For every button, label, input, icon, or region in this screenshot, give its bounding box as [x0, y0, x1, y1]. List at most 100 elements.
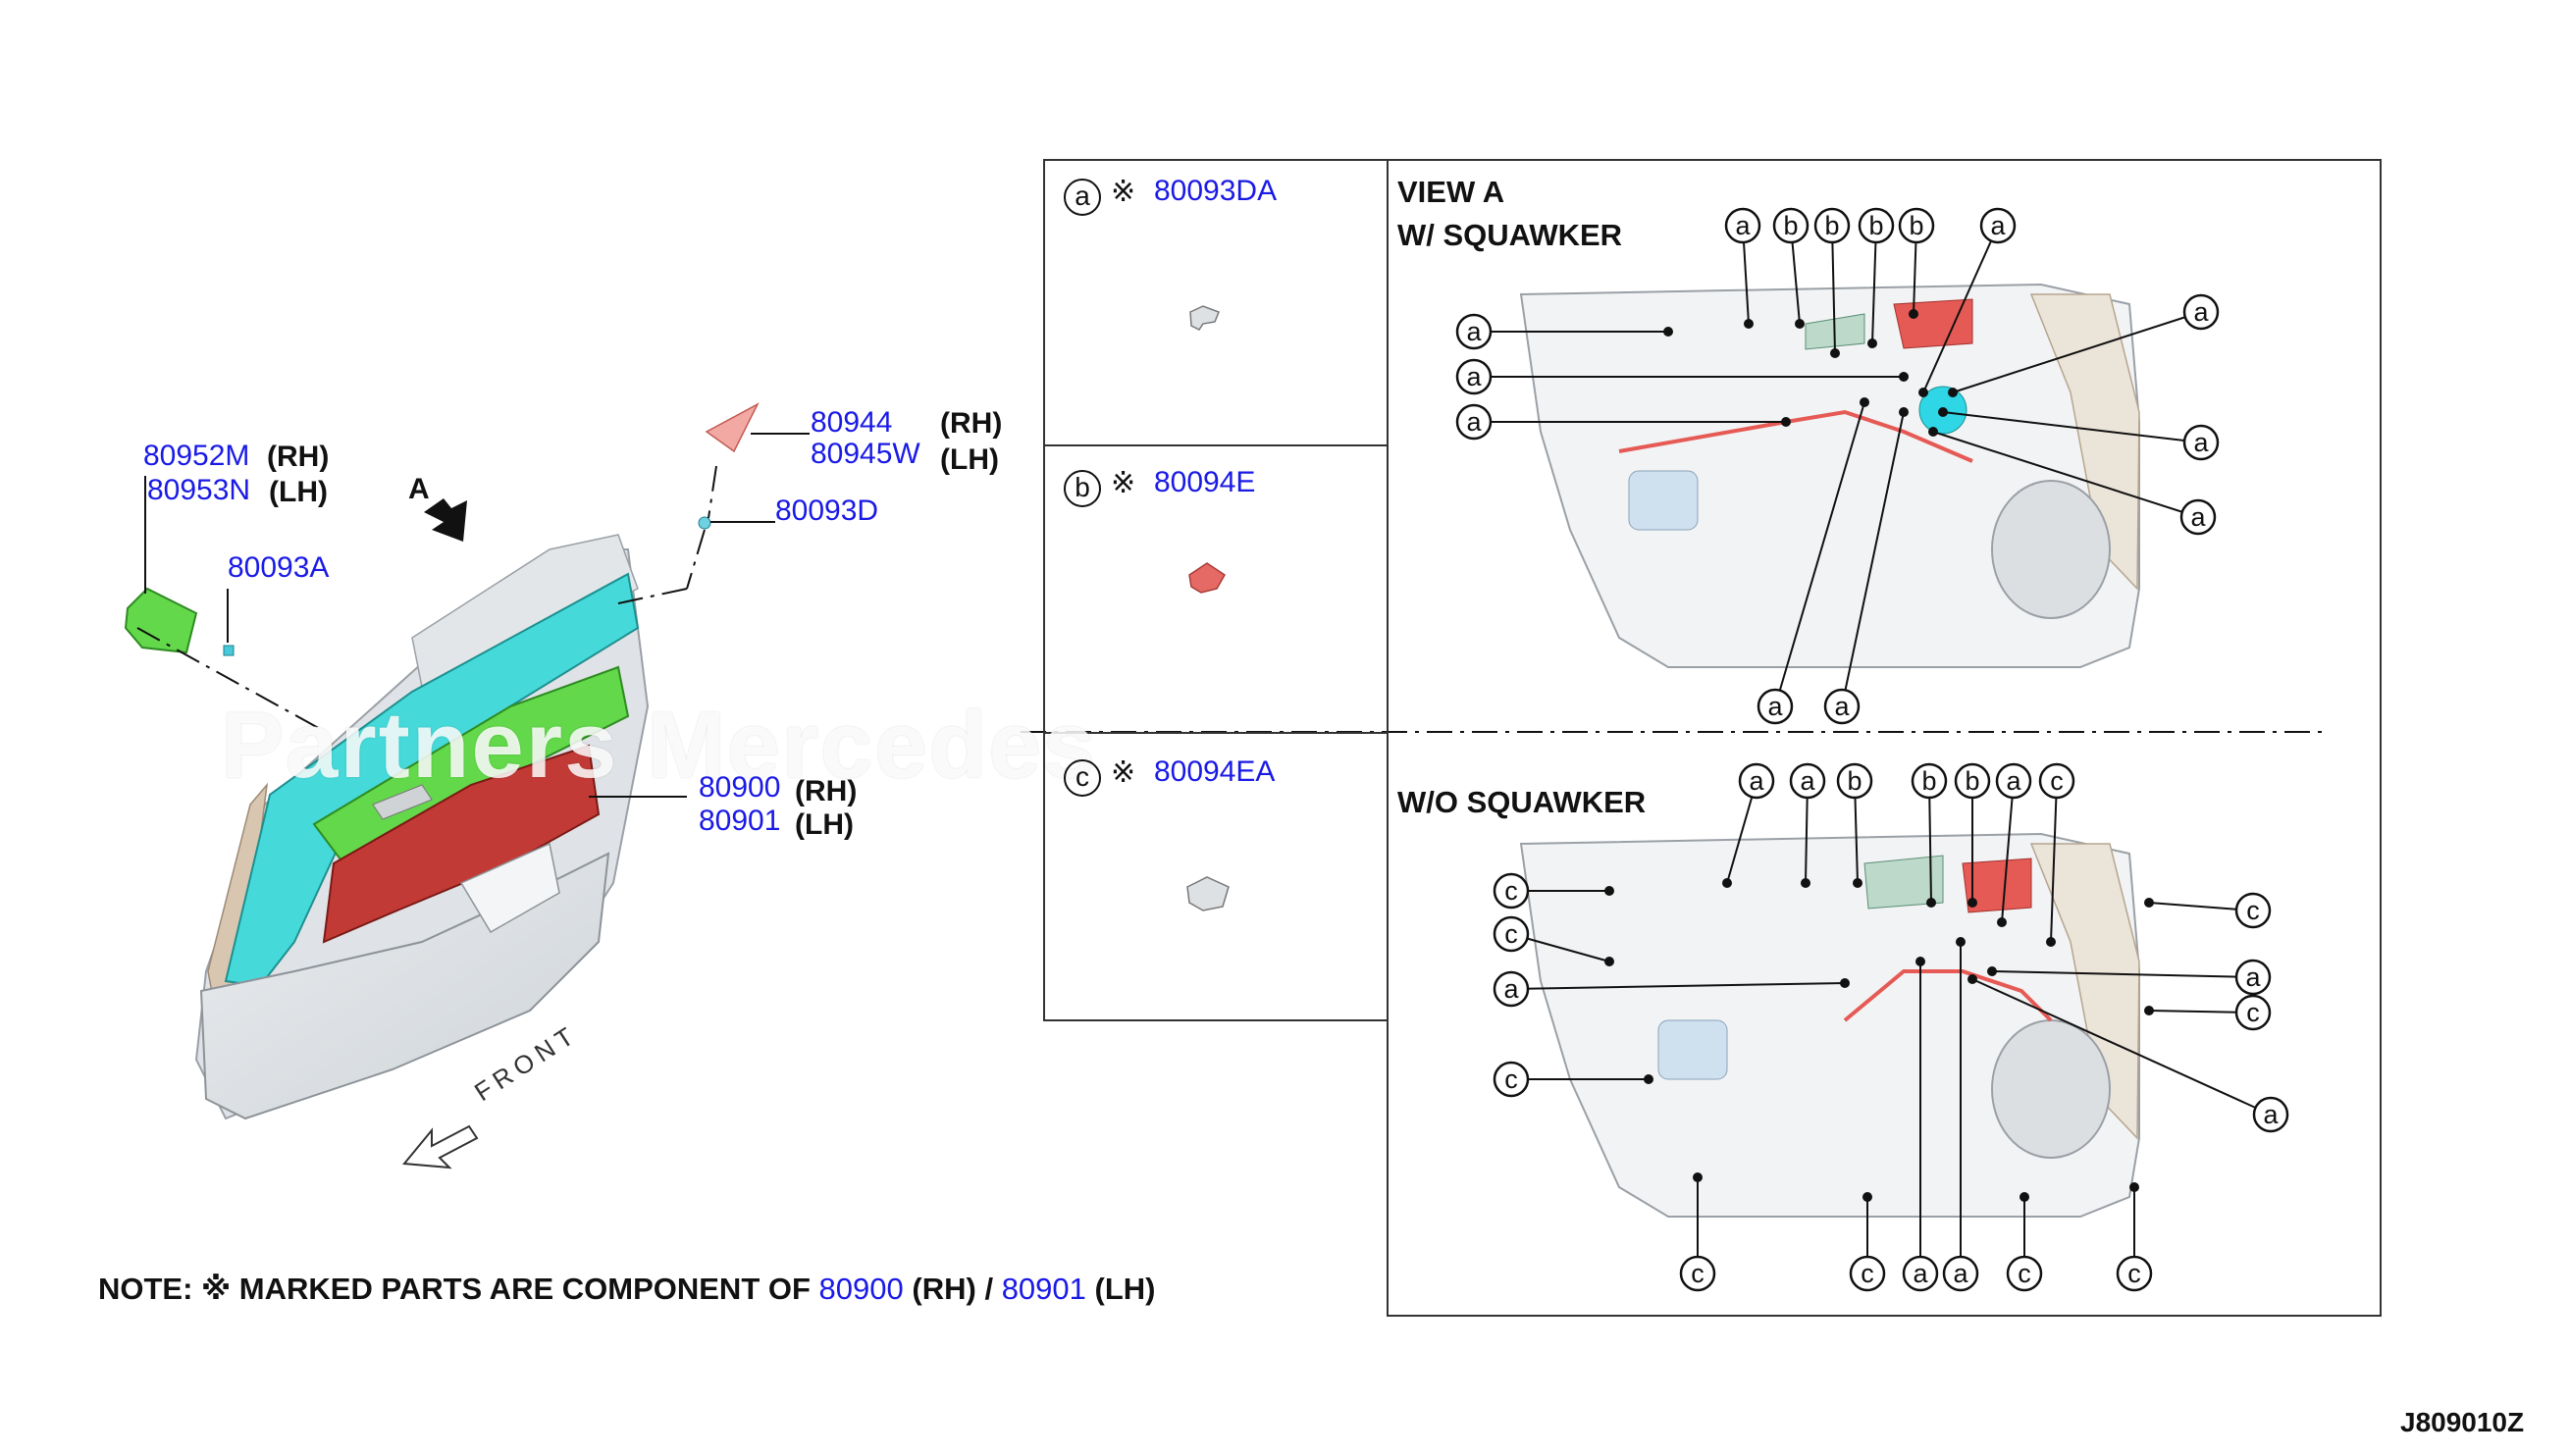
rh-label: (RH) [795, 775, 858, 807]
legend-letter-circle: c [1064, 759, 1101, 797]
callout-circle [1724, 207, 1761, 244]
callout-leader [1932, 431, 2199, 518]
callout-letter: a [1466, 362, 1482, 391]
callout-letter: b [1965, 766, 1979, 796]
callout-circle [2179, 498, 2217, 536]
callout-circle [2006, 1255, 2043, 1292]
callout-leader [1871, 225, 1877, 344]
callout-point [1915, 957, 1925, 966]
callout-point [2144, 1006, 2154, 1015]
callout-point [1997, 917, 2007, 927]
callout-point [1967, 898, 1977, 908]
callout-letter: a [1466, 317, 1482, 346]
callout-letter: a [2245, 962, 2261, 992]
callout-letter: a [1953, 1259, 1968, 1288]
clip-c-icon [1186, 876, 1230, 911]
callout-circle [1858, 207, 1895, 244]
legend-mark: ※ [1111, 467, 1136, 499]
callout-circle [1493, 915, 1530, 953]
callout-letter: c [2246, 998, 2260, 1027]
leader-lines-left [144, 433, 810, 798]
callout-point [1867, 338, 1877, 348]
legend-part-number[interactable]: 80094EA [1154, 755, 1276, 788]
callout-circle [2234, 892, 2272, 929]
callout-letter: a [1767, 692, 1783, 721]
callout-circle [1979, 207, 2017, 244]
note-part-80901[interactable]: 80901 [1001, 1272, 1086, 1306]
callout-point [1899, 372, 1909, 382]
callout-circle [2252, 1096, 2289, 1133]
callout-point [2144, 898, 2154, 908]
callout-circle [1757, 688, 1794, 725]
callout-letter: a [1800, 766, 1815, 796]
callout-leader [1928, 780, 1932, 904]
part-number-80093a[interactable]: 80093A [228, 551, 330, 584]
door-panel-without-squawker [1519, 832, 2140, 1218]
callout-leader [2001, 780, 2015, 923]
callout-letter: a [2190, 502, 2206, 532]
callout-letter: c [1861, 1259, 1874, 1288]
callout-point [1781, 417, 1791, 427]
part-number-80944[interactable]: 80944 [811, 406, 893, 439]
callout-letter: b [1847, 766, 1862, 796]
part-number-80901[interactable]: 80901 [699, 805, 781, 837]
rh-label: (RH) [267, 441, 330, 473]
legend-part-number[interactable]: 80093DA [1154, 175, 1278, 207]
callout-leader [1952, 311, 2202, 393]
callout-circle [1738, 762, 1775, 800]
callout-point [1801, 878, 1810, 888]
callout-leader [1774, 401, 1865, 707]
callout-circle [2116, 1255, 2153, 1292]
view-a-frame [1387, 159, 2382, 1317]
callout-circle [1455, 313, 1493, 350]
callout-circle [1954, 762, 1991, 800]
callout-circle [1789, 762, 1826, 800]
callout-point [1938, 407, 1948, 417]
part-number-80093d[interactable]: 80093D [775, 494, 879, 527]
callout-point [1604, 886, 1614, 896]
note-part-80900[interactable]: 80900 [818, 1272, 904, 1306]
callout-letter: a [1503, 974, 1519, 1004]
legend-letter-circle: b [1064, 470, 1101, 507]
callout-leader [1971, 978, 2272, 1116]
part-number-80952m[interactable]: 80952M [143, 440, 250, 472]
callout-point [1795, 319, 1805, 329]
callout-point [1693, 1172, 1703, 1182]
callout-letter: c [2050, 766, 2064, 796]
callout-circle [2182, 424, 2220, 461]
callout-point [1644, 1074, 1653, 1084]
callout-point [1744, 319, 1754, 329]
legend-part-number[interactable]: 80094E [1154, 466, 1256, 498]
note-rh: (RH) [912, 1272, 976, 1306]
callout-letter: c [2246, 896, 2260, 925]
callout-point [1918, 388, 1928, 397]
callout-point [1909, 309, 1918, 319]
callout-letter: c [1691, 1259, 1705, 1288]
view-a-label: A [408, 473, 430, 505]
callout-letter: c [1504, 919, 1518, 949]
part-number-80900[interactable]: 80900 [699, 771, 781, 804]
callout-point [1928, 427, 1938, 437]
switch-bezel-part [124, 587, 235, 656]
lh-label: (LH) [795, 808, 854, 841]
callout-letter: b [1824, 211, 1839, 240]
callout-letter: b [1921, 766, 1936, 796]
callout-circle [2182, 293, 2220, 331]
callout-letter: a [2263, 1100, 2279, 1129]
callout-circle [1836, 762, 1873, 800]
part-number-80953n[interactable]: 80953N [147, 474, 251, 506]
clip-a-icon [1189, 305, 1220, 331]
callout-circle [1679, 1255, 1716, 1292]
callout-circle [1493, 970, 1530, 1008]
callout-point [1948, 388, 1958, 397]
callout-circle [1823, 688, 1861, 725]
callout-leader [1510, 982, 1846, 990]
part-number-80945w[interactable]: 80945W [811, 438, 920, 470]
clip-b-icon [1188, 562, 1226, 594]
without-squawker-title: W/O SQUAWKER [1397, 785, 1647, 819]
callout-leader [1831, 225, 1836, 354]
callout-point [1987, 966, 1997, 976]
callout-circle [1493, 872, 1530, 910]
note-lh: (LH) [1094, 1272, 1156, 1306]
